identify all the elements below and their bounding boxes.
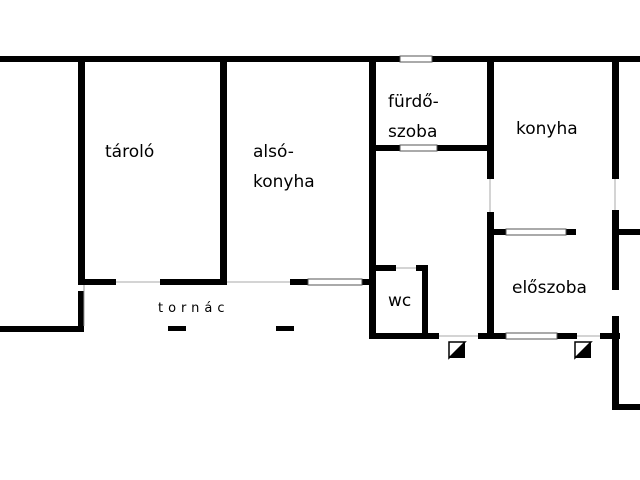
- wall-bathroom-bottom-1: [372, 145, 400, 151]
- room-label-wc: wc: [388, 291, 411, 311]
- room-label-storage: tároló: [105, 142, 154, 162]
- wall-wc-top: [372, 265, 396, 271]
- window-lower-kitchen: [307, 278, 363, 286]
- window-hall-bottom: [505, 332, 558, 340]
- wall-storage-left: [78, 59, 85, 284]
- window-bathroom-top: [399, 55, 433, 63]
- windows: [83, 55, 567, 340]
- window-kitchen: [505, 228, 567, 236]
- wall-right-bottom-ext: [612, 404, 640, 410]
- entrance-markers: [448, 341, 593, 360]
- wall-hall-bottom-3: [600, 333, 620, 339]
- room-label-bathroom-line2: szoba: [388, 122, 437, 142]
- wall-bottom-seg-3: [290, 279, 308, 285]
- wall-right-low: [612, 316, 619, 410]
- wall-top: [0, 56, 640, 62]
- wall-bottom-seg-1: [78, 279, 116, 285]
- wall-east-stub: [614, 229, 640, 235]
- entrance-arrow-icon: [448, 341, 467, 360]
- wall-lowerkitchen-right: [369, 59, 376, 339]
- room-label-porch: tornác: [158, 301, 230, 316]
- wall-left-post: [78, 291, 84, 332]
- wall-right-top: [612, 59, 619, 179]
- room-label-kitchen: konyha: [516, 119, 578, 139]
- walls: [0, 56, 640, 410]
- door-openings: [116, 179, 616, 337]
- wall-left-bottom: [0, 326, 84, 332]
- wall-wc-right: [422, 265, 428, 337]
- wall-kitchen-bottom-1: [490, 229, 506, 235]
- wall-right-mid: [612, 210, 619, 290]
- wall-bottom-seg-2: [160, 279, 227, 285]
- room-label-bathroom-line1: fürdő-: [388, 92, 439, 112]
- wall-storage-right: [220, 59, 227, 284]
- room-label-hall: előszoba: [512, 278, 587, 298]
- room-label-lower-kitchen-line2: konyha: [253, 172, 315, 192]
- room-labels: tároló alsó- konyha fürdő- szoba konyha …: [105, 92, 587, 316]
- wall-bathroom-bottom-2: [437, 145, 492, 151]
- wall-hall-bottom-1: [478, 333, 506, 339]
- wall-hall-bottom-2: [557, 333, 577, 339]
- room-label-lower-kitchen-line1: alsó-: [253, 142, 294, 162]
- wall-kitchen-left-top: [487, 59, 494, 179]
- porch-post-1: [168, 326, 186, 331]
- porch-post-2: [276, 326, 294, 331]
- wall-kitchen-bottom-2: [566, 229, 576, 235]
- wall-kitchen-left-bottom: [487, 212, 494, 339]
- entrance-arrow-icon: [574, 341, 593, 360]
- wall-wc-bottom: [369, 333, 439, 339]
- wall-bottom-seg-4: [362, 279, 376, 285]
- window-bathroom-bottom: [399, 144, 438, 152]
